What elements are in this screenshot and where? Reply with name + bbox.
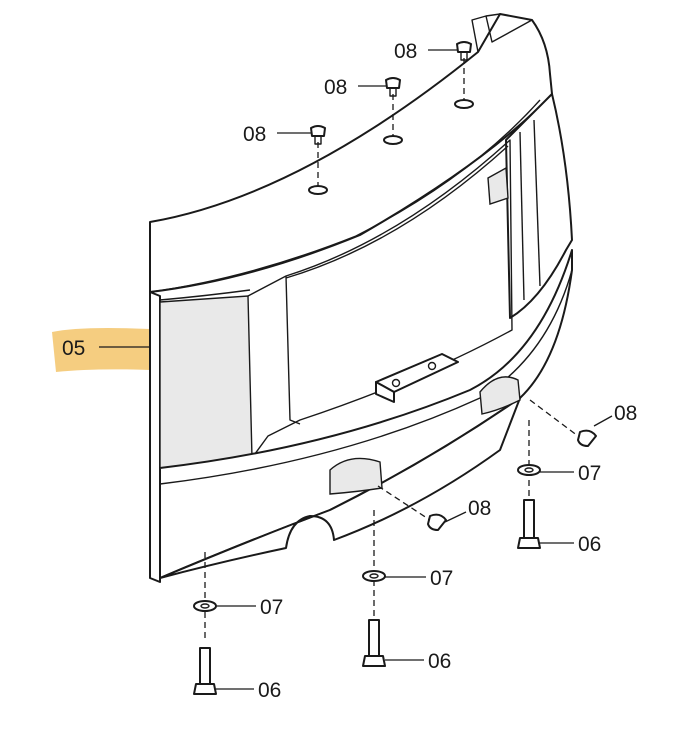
label-bolt-left: 06 [258, 679, 281, 702]
bolt-assembly-left [193, 552, 217, 695]
bolt-assembly-right [517, 420, 541, 549]
label-05-highlight [52, 328, 150, 372]
label-weight: 05 [62, 337, 85, 360]
side-screw-right [529, 399, 597, 447]
side-screw-lower [377, 485, 447, 531]
label-washer-left: 07 [260, 596, 283, 619]
label-screw-side-right: 08 [614, 402, 637, 425]
label-screw-side-lower: 08 [468, 497, 491, 520]
label-bolt-middle: 06 [428, 650, 451, 673]
bolt-assembly-middle [362, 510, 386, 667]
top-screw-right [454, 41, 474, 109]
label-screw-top-right: 08 [394, 40, 417, 63]
leader-lines [99, 49, 613, 690]
label-screw-top-left: 08 [243, 123, 266, 146]
top-screw-middle [383, 77, 403, 145]
label-bolt-right: 06 [578, 533, 601, 556]
label-screw-top-middle: 08 [324, 76, 347, 99]
label-washer-middle: 07 [430, 567, 453, 590]
label-washer-right: 07 [578, 462, 601, 485]
top-screw-left [308, 125, 328, 195]
front-weight-body [149, 13, 573, 583]
